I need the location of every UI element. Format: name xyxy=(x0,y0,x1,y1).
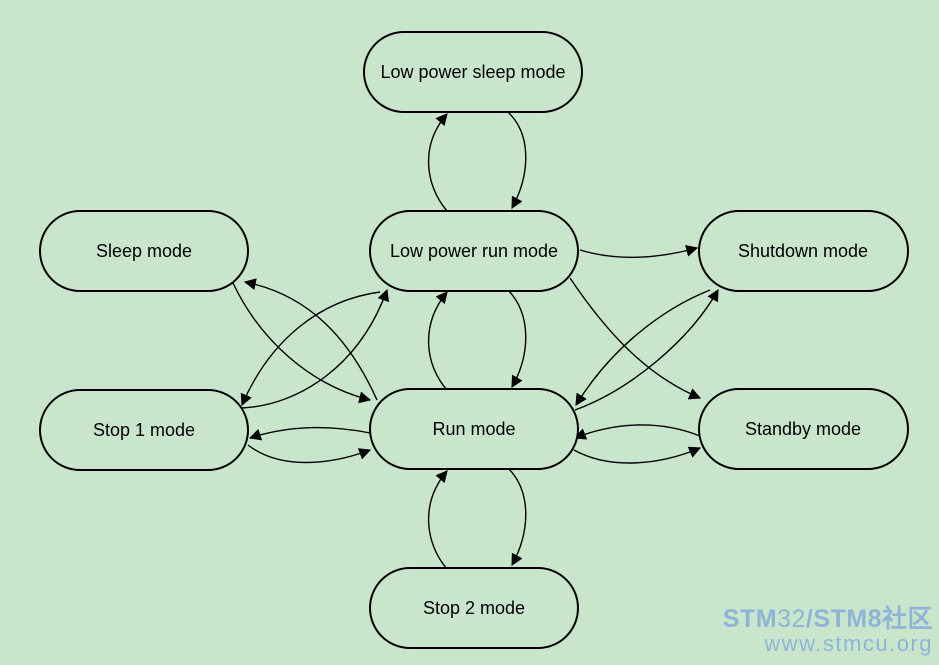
svg-text:Standby mode: Standby mode xyxy=(745,419,861,439)
edge-lprun-to-lpsleep xyxy=(427,113,448,212)
svg-text:Shutdown mode: Shutdown mode xyxy=(738,241,868,261)
edge-lpsleep-to-lprun xyxy=(507,111,527,210)
state-run: Run mode xyxy=(369,388,579,470)
edge-lprun-to-standby xyxy=(569,277,702,400)
watermark-line1: STM32/STM8社区 xyxy=(722,604,933,633)
svg-text:Stop 1 mode: Stop 1 mode xyxy=(93,420,195,440)
svg-text:Low power run mode: Low power run mode xyxy=(390,241,558,261)
edge-lprun-to-stop1 xyxy=(240,291,381,407)
edge-run-to-sleep xyxy=(243,278,378,401)
edge-standby-to-run xyxy=(573,424,701,440)
edge-run-to-shutdown xyxy=(574,288,719,411)
state-shutdown: Shutdown mode xyxy=(698,210,909,292)
state-stop2: Stop 2 mode xyxy=(369,567,579,649)
edges xyxy=(232,111,719,570)
edge-run-to-lprun xyxy=(427,291,448,391)
edge-lprun-to-run xyxy=(507,289,527,389)
svg-text:Sleep mode: Sleep mode xyxy=(96,241,192,261)
edge-stop1-to-lprun xyxy=(241,288,389,409)
edge-stop1-to-run xyxy=(247,444,372,464)
state-sleep: Sleep mode xyxy=(39,210,249,292)
watermark-line2: www.stmcu.org xyxy=(764,630,933,656)
state-low-power-sleep: Low power sleep mode xyxy=(363,31,583,113)
svg-text:Low power sleep mode: Low power sleep mode xyxy=(380,62,565,82)
state-low-power-run: Low power run mode xyxy=(369,210,579,292)
edge-stop2-to-run xyxy=(427,470,448,570)
edge-shutdown-to-run xyxy=(575,289,711,407)
watermark: STM32/STM8社区 www.stmcu.org xyxy=(723,606,933,655)
edge-run-to-stop2 xyxy=(507,467,527,567)
state-standby: Standby mode xyxy=(698,388,909,470)
svg-text:Stop 2 mode: Stop 2 mode xyxy=(423,598,525,618)
edge-run-to-standby xyxy=(573,446,702,464)
svg-text:Run mode: Run mode xyxy=(432,419,515,439)
state-stop1: Stop 1 mode xyxy=(39,389,249,471)
edge-lprun-to-shutdown xyxy=(579,245,699,259)
edge-run-to-stop1 xyxy=(248,426,371,441)
edge-sleep-to-run xyxy=(232,282,372,404)
